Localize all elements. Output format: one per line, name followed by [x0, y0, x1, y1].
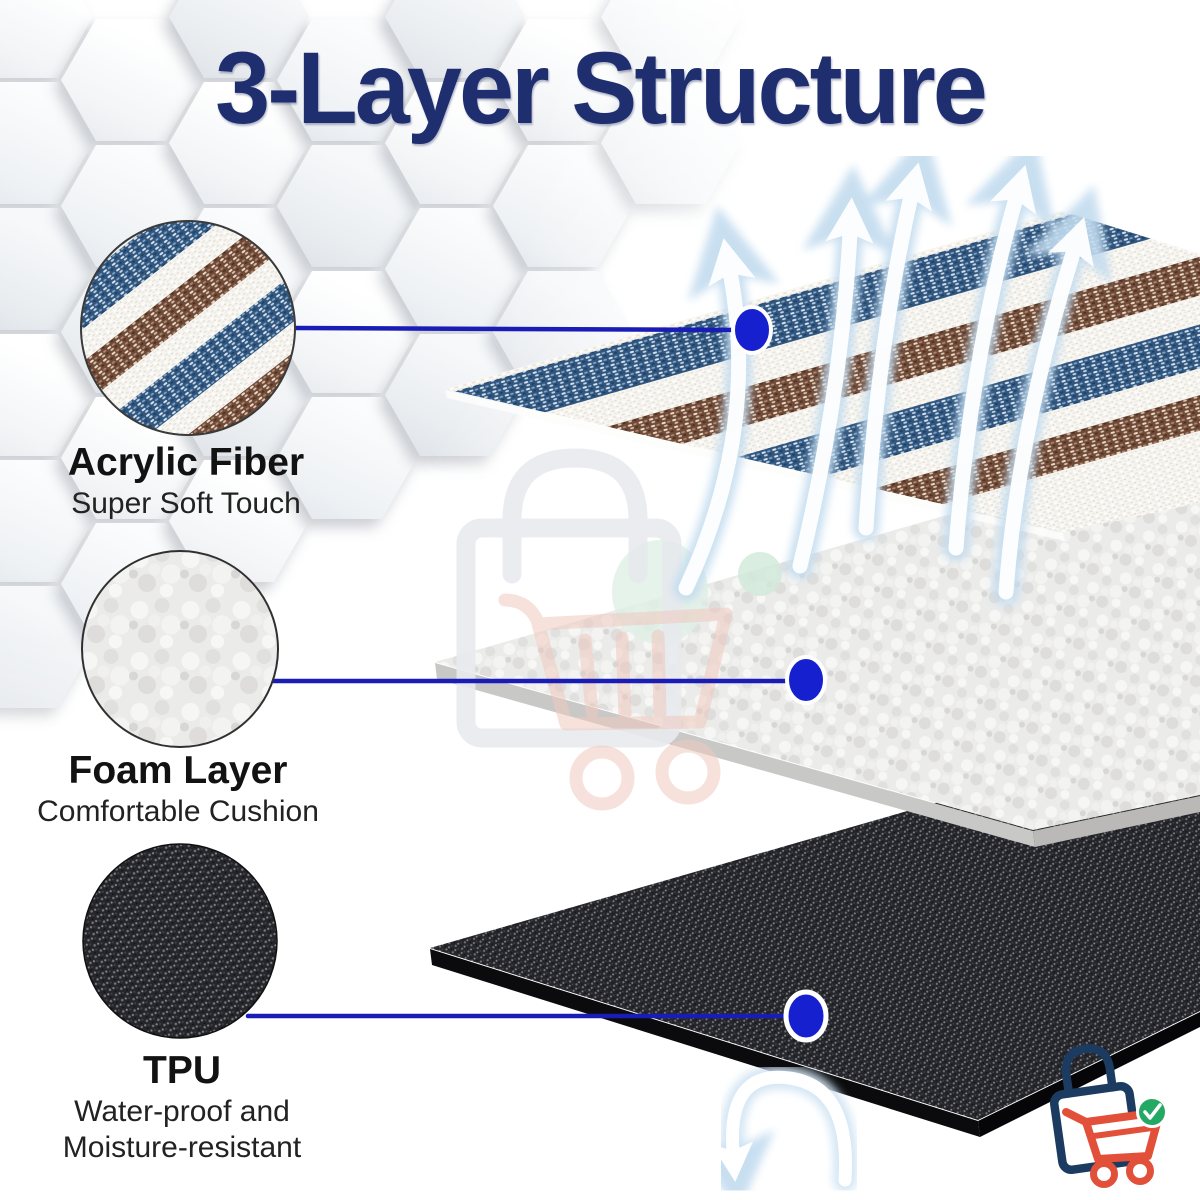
- swatch-foam: [81, 550, 279, 748]
- tpu-subtitle-line1: Water-proof and: [74, 1095, 290, 1129]
- breathability-arrows: [673, 130, 1113, 605]
- logo-check-icon: [1136, 1096, 1168, 1128]
- label-foam-layer: Foam Layer Comfortable Cushion: [0, 748, 358, 830]
- up-arrow-icon: [678, 238, 756, 596]
- up-arrow-icon: [858, 162, 933, 536]
- callouts: [245, 305, 829, 1043]
- foam-subtitle: Comfortable Cushion: [37, 795, 319, 829]
- callout-dot-tpu: [783, 989, 829, 1043]
- foam-name: Foam Layer: [68, 749, 288, 792]
- up-arrow-icon: [998, 217, 1094, 600]
- swatch-tpu: [82, 843, 278, 1039]
- watermark-bag-icon: [456, 448, 682, 748]
- label-tpu: TPU Water-proof and Moisture-resistant: [2, 1048, 362, 1166]
- corner-logo: [1049, 1044, 1168, 1188]
- callout-dot-acrylic: [731, 305, 773, 355]
- watermark-cart-icon: [498, 593, 733, 811]
- label-acrylic-fiber: Acrylic Fiber Super Soft Touch: [6, 440, 366, 522]
- curved-down-arrow-icon: [688, 1065, 858, 1200]
- callout-dot-foam: [785, 655, 827, 705]
- foam-sheet: [435, 442, 1200, 847]
- page-title: 3-Layer Structure: [215, 31, 988, 145]
- tpu-subtitle-line2: Moisture-resistant: [62, 1131, 302, 1165]
- up-arrow-icon: [948, 164, 1037, 556]
- acrylic-name: Acrylic Fiber: [67, 441, 305, 484]
- tpu-name: TPU: [143, 1049, 221, 1092]
- acrylic-subtitle: Super Soft Touch: [71, 487, 301, 521]
- up-arrow-icon: [792, 197, 874, 574]
